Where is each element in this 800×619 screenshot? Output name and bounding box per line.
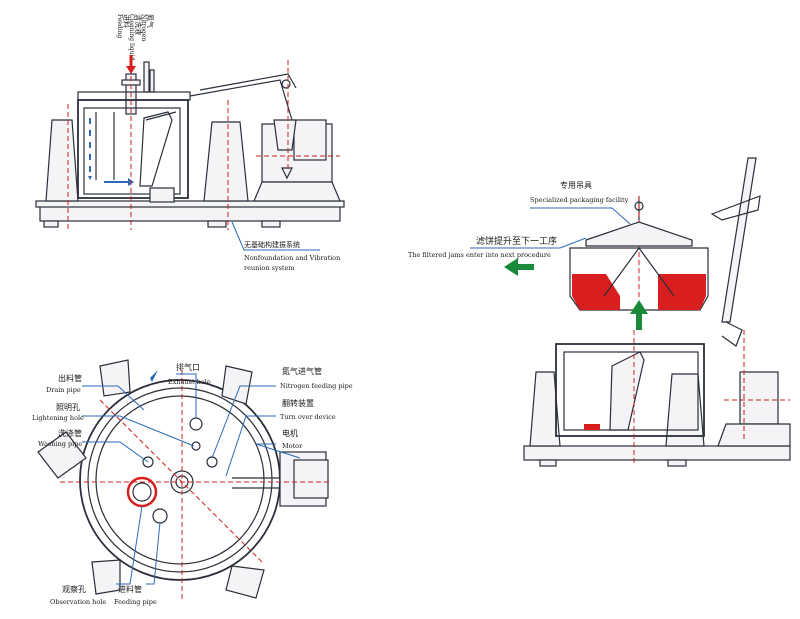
observation-label-cn: 观察孔: [62, 584, 86, 594]
right-base: [523, 445, 791, 461]
nitrogen-pipe-top: [143, 61, 150, 93]
casing-circle-ring: [95, 395, 265, 565]
top-feed-label-en-2: Cleaning liquid: [128, 14, 135, 60]
liquid-dashes: [89, 118, 128, 183]
scraper-arm: [145, 111, 177, 121]
observation-hole-inner: [132, 482, 152, 502]
right-foot-2: [667, 459, 687, 467]
plan-motor-plate: [293, 459, 329, 499]
scraper-blade: [139, 111, 173, 187]
turnover-link: [199, 73, 297, 91]
nonfound-leader: [231, 221, 320, 251]
pivot: [281, 79, 291, 89]
top-feed-label-cn-3: 氮气: [146, 14, 155, 28]
turnover-label-cn: 翻转装置: [282, 398, 314, 408]
nitrogen-hole: [206, 456, 218, 468]
top-feed-label-cn-2: 清洗液: [134, 14, 143, 35]
right-motor-skirt: [717, 423, 791, 447]
turnover-label-en: Turn over device: [280, 413, 336, 421]
nonfound-label-cn: 无基础构建振系统: [244, 240, 300, 249]
green-left-arrow-head: [504, 258, 518, 276]
motor-skirt: [253, 181, 341, 202]
tilt-lid: [721, 157, 757, 323]
drain-label-en: Drain pipe: [46, 386, 81, 394]
casing-outer: [77, 99, 189, 199]
lighting-hole: [191, 441, 201, 451]
green-left-arrow-shaft: [516, 264, 534, 270]
right-casing-inner: [563, 351, 699, 431]
nonfound-label-en1: Nonfoundation and Vibration: [244, 254, 340, 262]
discharge-outlet: [149, 187, 175, 203]
lightening-label-cn: 照明孔: [56, 403, 80, 412]
green-up-arrow-shaft: [636, 312, 642, 330]
packaging-label-en: Specialized packaging facility: [530, 196, 629, 204]
cleaning-pipe-top: [149, 69, 155, 93]
feeding-hole: [152, 508, 168, 524]
right-red-marker: [584, 424, 600, 430]
feeding-label-cn: 进料管: [118, 584, 142, 594]
foot-mid: [207, 220, 227, 228]
right-foot-1: [539, 459, 557, 467]
base-slab: [35, 200, 345, 208]
exhaust-hole: [189, 417, 203, 431]
discharge-view: 专用吊具 Specialized packaging facility 滤饼提升…: [408, 157, 791, 467]
right-column-left: [529, 371, 561, 447]
lugs: [37, 359, 265, 599]
tilt-link: [721, 321, 743, 347]
nitrogen-label-en: Nitrogen feeding pipe: [280, 382, 353, 390]
motor-cap: [293, 119, 327, 161]
right-motor: [739, 371, 779, 425]
cake-left: [572, 274, 620, 310]
exhaust-label-en: Exhaust hole: [168, 378, 211, 386]
nonfound-label-en2: reunion system: [244, 264, 295, 272]
plan-leaders: [82, 373, 301, 585]
drain-label-cn: 出料管: [58, 373, 82, 383]
casing-circle-inner: [87, 387, 273, 573]
column-left: [45, 119, 79, 202]
plan-centerline-d1: [99, 399, 263, 563]
tilt-arm: [710, 195, 761, 221]
top-feed-label-en-3: Nitrogen: [140, 14, 147, 41]
drain-arrow: [150, 370, 158, 382]
plan-view: 出料管 Drain pipe 照明孔 Lightening hole 洗涤管 W…: [32, 359, 353, 606]
washing-label-cn: 洗涤管: [58, 428, 82, 438]
lift-lid: [585, 221, 693, 247]
washing-label-en: Washing pipe: [38, 440, 82, 448]
right-column-mid: [665, 373, 705, 447]
hook-ring: [634, 201, 644, 211]
right-casing: [555, 343, 705, 437]
side-elevation-view: 进料 清洗液 氮气 Feeding Cleaning liquid Nitrog…: [35, 14, 345, 272]
motor-label-cn: 电机: [282, 428, 298, 438]
motor-foot: [281, 167, 293, 180]
feeding-label-en: Feeding pipe: [114, 598, 157, 606]
right-scraper: [609, 351, 645, 431]
casing-inner: [83, 107, 181, 195]
feed-arrow-head: [126, 66, 136, 74]
packaging-leader: [530, 207, 631, 225]
foot-right: [261, 220, 281, 228]
filtered-label-en: The filtered jams enter into next proced…: [408, 251, 551, 259]
column-right: [203, 121, 249, 202]
nitrogen-label-cn: 氮气进气管: [282, 366, 322, 376]
flow-arrow-left: [88, 176, 92, 180]
cake-right: [658, 274, 706, 310]
exhaust-label-cn: 排气口: [176, 362, 200, 372]
top-feed-label-cn-1: 进料: [122, 14, 131, 28]
top-feed-label-en-1: Feeding: [116, 14, 123, 39]
green-up-arrow-head: [630, 300, 648, 314]
washing-hole: [142, 456, 154, 468]
filtered-label-cn: 滤饼提升至下一工序: [476, 235, 557, 247]
lightening-label-en: Lightening hole: [32, 414, 84, 422]
turnover-arm: [189, 79, 293, 121]
observation-label-en: Observation hole: [50, 598, 106, 606]
filtered-leader: [470, 237, 587, 249]
motor-label-en: Motor: [282, 442, 303, 450]
packaging-label-cn: 专用吊具: [560, 180, 592, 190]
turnover-bracket: [273, 119, 297, 151]
foot-left: [43, 220, 59, 228]
basket-cone: [603, 246, 675, 297]
